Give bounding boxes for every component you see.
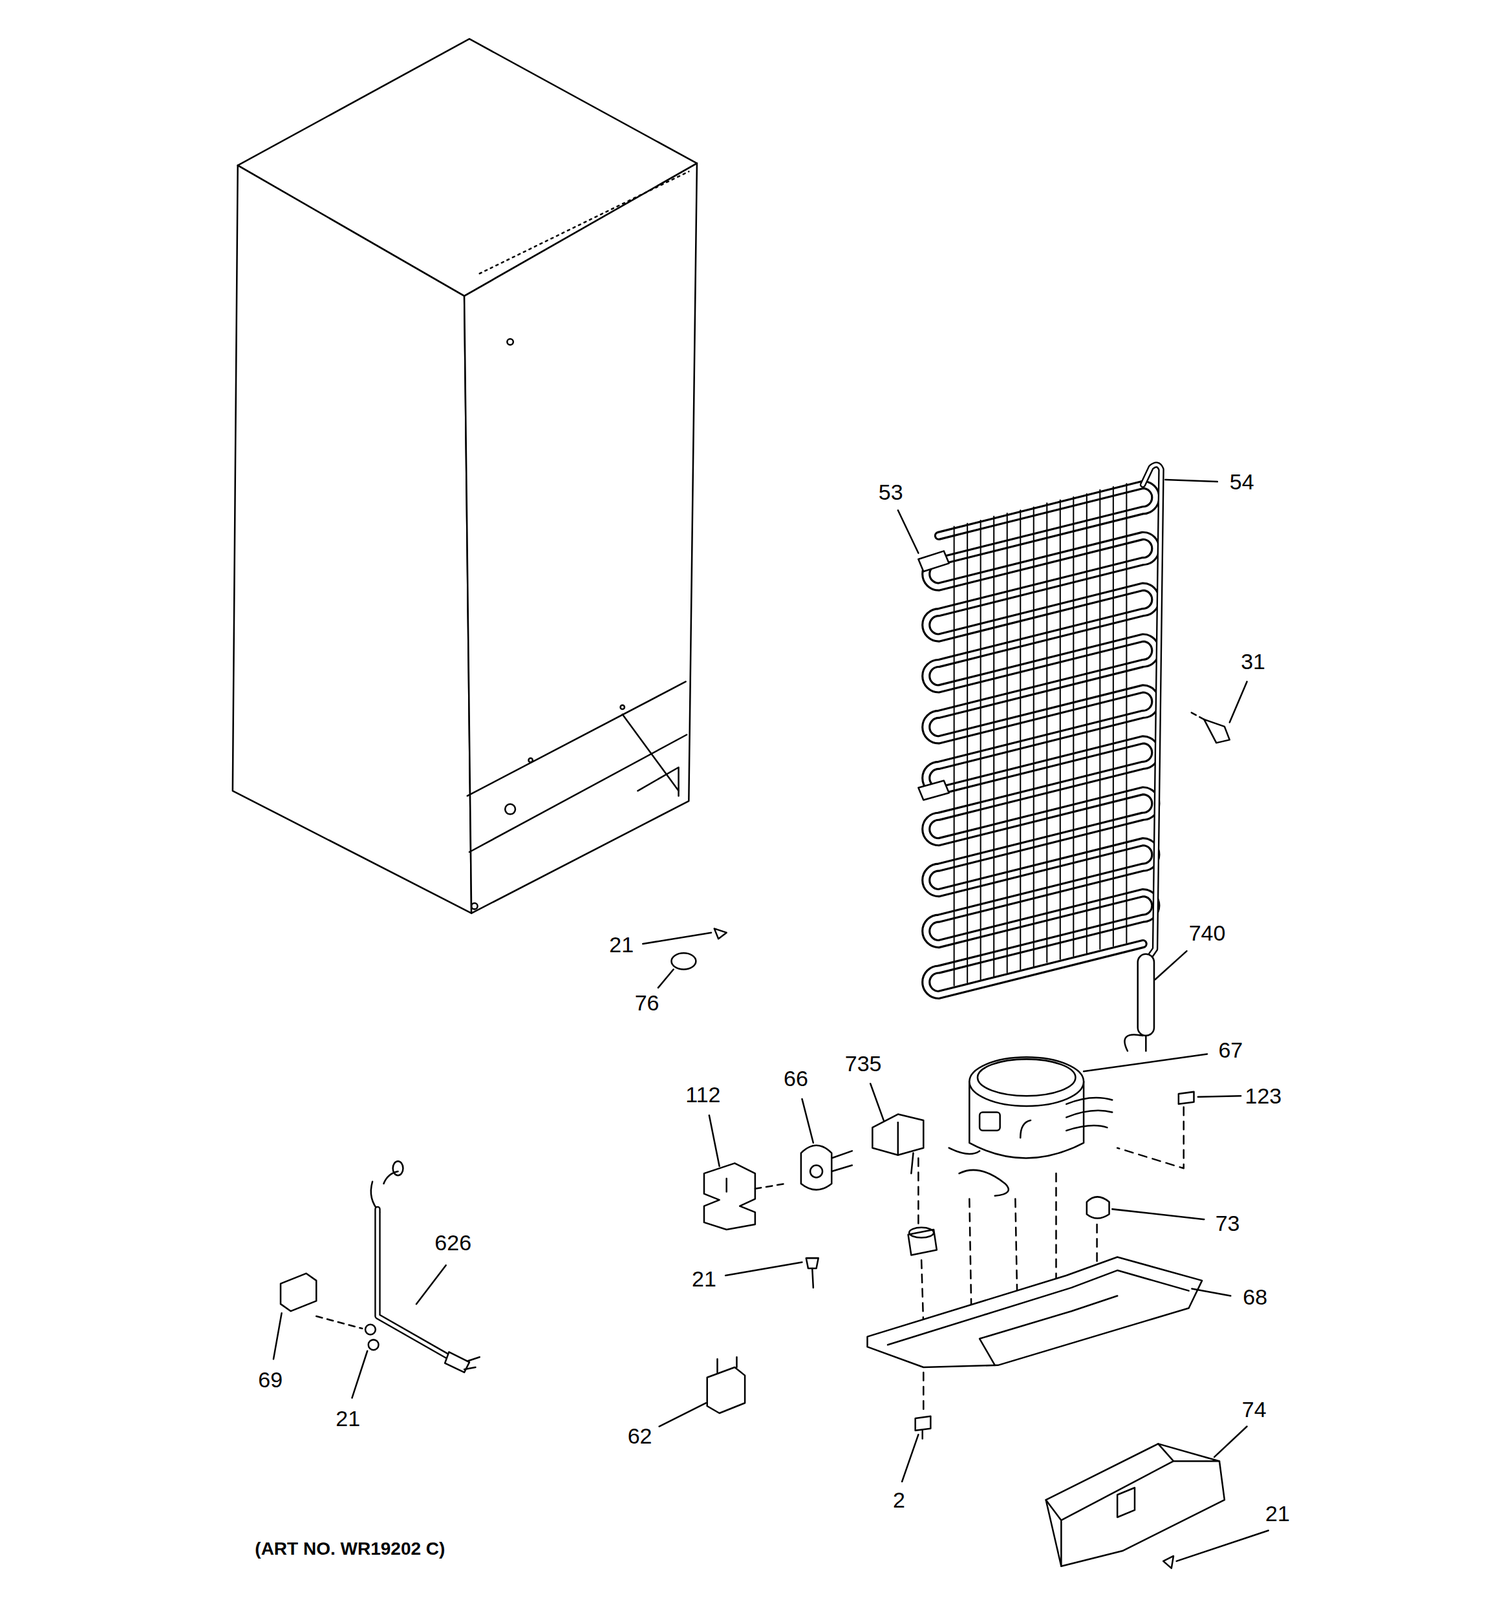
- fasteners-cord: [280, 711, 1230, 1569]
- callout-number: 123: [1244, 1084, 1282, 1107]
- callout-number: 68: [1242, 1285, 1268, 1308]
- art-number: (ART NO. WR19202 C): [254, 1540, 445, 1559]
- callout-number: 21: [1265, 1502, 1290, 1525]
- callout-number: 21: [335, 1407, 361, 1430]
- compressor: [949, 1057, 1113, 1197]
- callout-number: 76: [634, 991, 660, 1014]
- relay-parts: [704, 1114, 924, 1230]
- callout-number: 67: [1218, 1039, 1243, 1061]
- callout-number: 69: [257, 1368, 283, 1391]
- callout-number: 735: [845, 1052, 882, 1075]
- callout-number: 66: [783, 1067, 809, 1090]
- callout-number: 112: [685, 1083, 721, 1106]
- cabinet: [232, 38, 697, 914]
- callout-number: 21: [609, 933, 634, 956]
- callout-number: 21: [691, 1267, 717, 1290]
- callout-number: 626: [434, 1231, 472, 1254]
- callout-number: 62: [627, 1425, 653, 1447]
- callout-number: 53: [878, 481, 904, 504]
- callout-number: 54: [1229, 470, 1255, 493]
- leader-lines: [273, 479, 1269, 1562]
- misc-parts: [707, 1357, 1225, 1567]
- callout-number: 73: [1215, 1212, 1241, 1235]
- callout-number: 740: [1189, 921, 1226, 944]
- callout-number: 74: [1242, 1398, 1267, 1421]
- callout-number: 31: [1240, 650, 1266, 673]
- condenser-coil: [918, 464, 1162, 1052]
- callout-number: 2: [892, 1489, 906, 1511]
- base-parts: [867, 1092, 1202, 1440]
